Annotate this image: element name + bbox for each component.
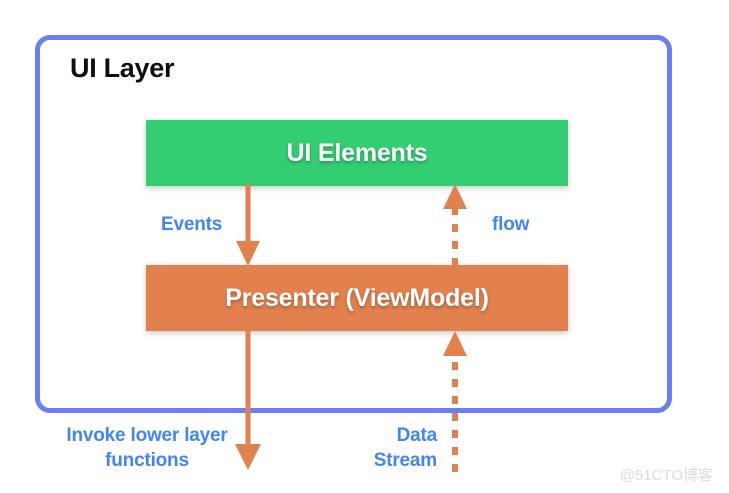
node-ui-elements-label: UI Elements bbox=[286, 138, 428, 167]
node-ui-elements: UI Elements bbox=[146, 120, 568, 186]
watermark: @51CTO博客 bbox=[619, 467, 713, 484]
node-presenter-label: Presenter (ViewModel) bbox=[225, 283, 489, 312]
ui-layer-container bbox=[35, 35, 672, 413]
edge-label-data-stream: Data Stream bbox=[373, 425, 437, 471]
edge-label-events: Events bbox=[161, 214, 223, 235]
node-presenter: Presenter (ViewModel) bbox=[146, 265, 568, 331]
ui-layer-title: UI Layer bbox=[70, 53, 175, 83]
edge-label-invoke-lower-layer-functions: Invoke lower layer functions bbox=[66, 425, 228, 471]
edge-label-flow: flow bbox=[492, 214, 530, 235]
